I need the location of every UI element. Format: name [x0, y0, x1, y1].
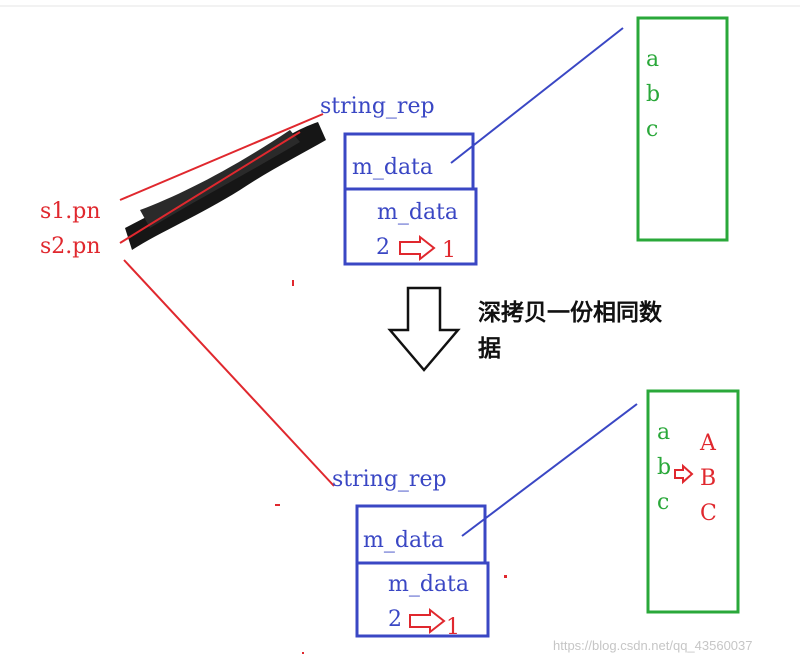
stray-dot [292, 280, 294, 286]
top-char-1: b [646, 82, 660, 107]
top-refcount-arrow-icon [399, 234, 436, 262]
pointer-label-s2: s2.pn [40, 234, 101, 259]
top-inner-box [343, 187, 478, 266]
bottom-refcount-new: 1 [446, 615, 460, 640]
bottom-old-char-2: c [657, 490, 669, 515]
bottom-inner-box [355, 561, 490, 638]
bottom-old-char-0: a [657, 420, 670, 445]
bottom-buffer-box [646, 389, 740, 614]
stray-dot [302, 652, 304, 654]
bottom-outer-m-data: m_data [363, 528, 444, 553]
down-arrow-icon [387, 286, 461, 372]
s2-pointer-line-top [119, 131, 301, 244]
bottom-refcount-arrow-icon [409, 607, 446, 635]
top-inner-m-data: m_data [377, 200, 458, 225]
bottom-data-pointer-line [461, 403, 638, 537]
top-string-rep-label: string_rep [320, 94, 435, 119]
stray-dot [504, 575, 507, 578]
bottom-refcount-old: 2 [388, 607, 402, 632]
watermark: https://blog.csdn.net/qq_43560037 [553, 638, 753, 653]
top-refcount-old: 2 [376, 235, 390, 260]
s1-pointer-line [119, 113, 324, 201]
bottom-new-char-1: B [700, 466, 716, 491]
s2-pointer-line-bottom [123, 259, 335, 487]
scribble-mark-2 [140, 130, 300, 228]
bottom-new-char-0: A [699, 431, 717, 456]
bottom-char-arrow-icon [674, 463, 694, 485]
caption-line-2: 据 [478, 336, 501, 362]
bottom-inner-m-data: m_data [388, 572, 469, 597]
top-char-0: a [646, 47, 659, 72]
top-outer-m-data: m_data [352, 155, 433, 180]
stray-dot [275, 504, 280, 506]
top-buffer-box [636, 16, 729, 242]
top-refcount-new: 1 [442, 238, 456, 263]
bottom-string-rep-label: string_rep [332, 467, 447, 492]
top-data-pointer-line [450, 27, 624, 164]
bottom-new-char-2: C [700, 501, 717, 526]
bottom-old-char-1: b [657, 455, 671, 480]
top-char-2: c [646, 117, 658, 142]
caption-line-1: 深拷贝一份相同数 [478, 300, 663, 326]
pointer-label-s1: s1.pn [40, 199, 101, 224]
